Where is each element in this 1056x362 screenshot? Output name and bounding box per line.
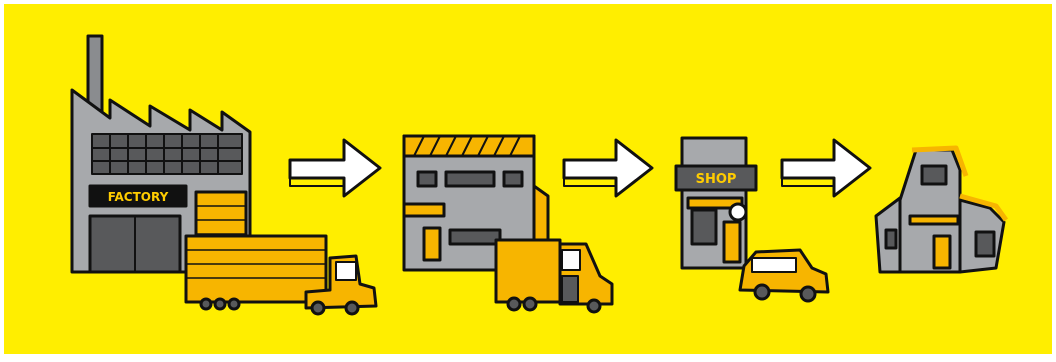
house-awning: [910, 216, 958, 224]
warehouse-door: [424, 228, 440, 260]
van-wheel: [588, 300, 600, 312]
van-wheel: [508, 298, 520, 310]
truck-wheel: [229, 299, 239, 309]
factory-window-grid: [92, 134, 242, 174]
house-window: [976, 232, 994, 256]
house-window: [922, 166, 946, 184]
shop-window: [692, 210, 716, 244]
truck-wheel: [346, 302, 358, 314]
truck-wheel: [201, 299, 211, 309]
factory-sign-text: FACTORY: [108, 190, 169, 204]
shop-building: [676, 138, 756, 268]
shop-lamp: [730, 204, 746, 220]
car-wheel: [801, 287, 815, 301]
van-wheel: [524, 298, 536, 310]
shop-sign-text: SHOP: [696, 172, 737, 187]
truck-wheel: [215, 299, 225, 309]
truck-wheel: [312, 302, 324, 314]
car-wheel: [755, 285, 769, 299]
van-box: [496, 240, 560, 302]
warehouse-window: [504, 172, 522, 186]
warehouse-window: [418, 172, 436, 186]
warehouse-awning: [404, 204, 444, 216]
warehouse-window: [446, 172, 494, 186]
warehouse-window: [450, 230, 500, 244]
house-window: [886, 230, 896, 248]
shop-door: [724, 222, 740, 262]
house-door: [934, 236, 950, 268]
